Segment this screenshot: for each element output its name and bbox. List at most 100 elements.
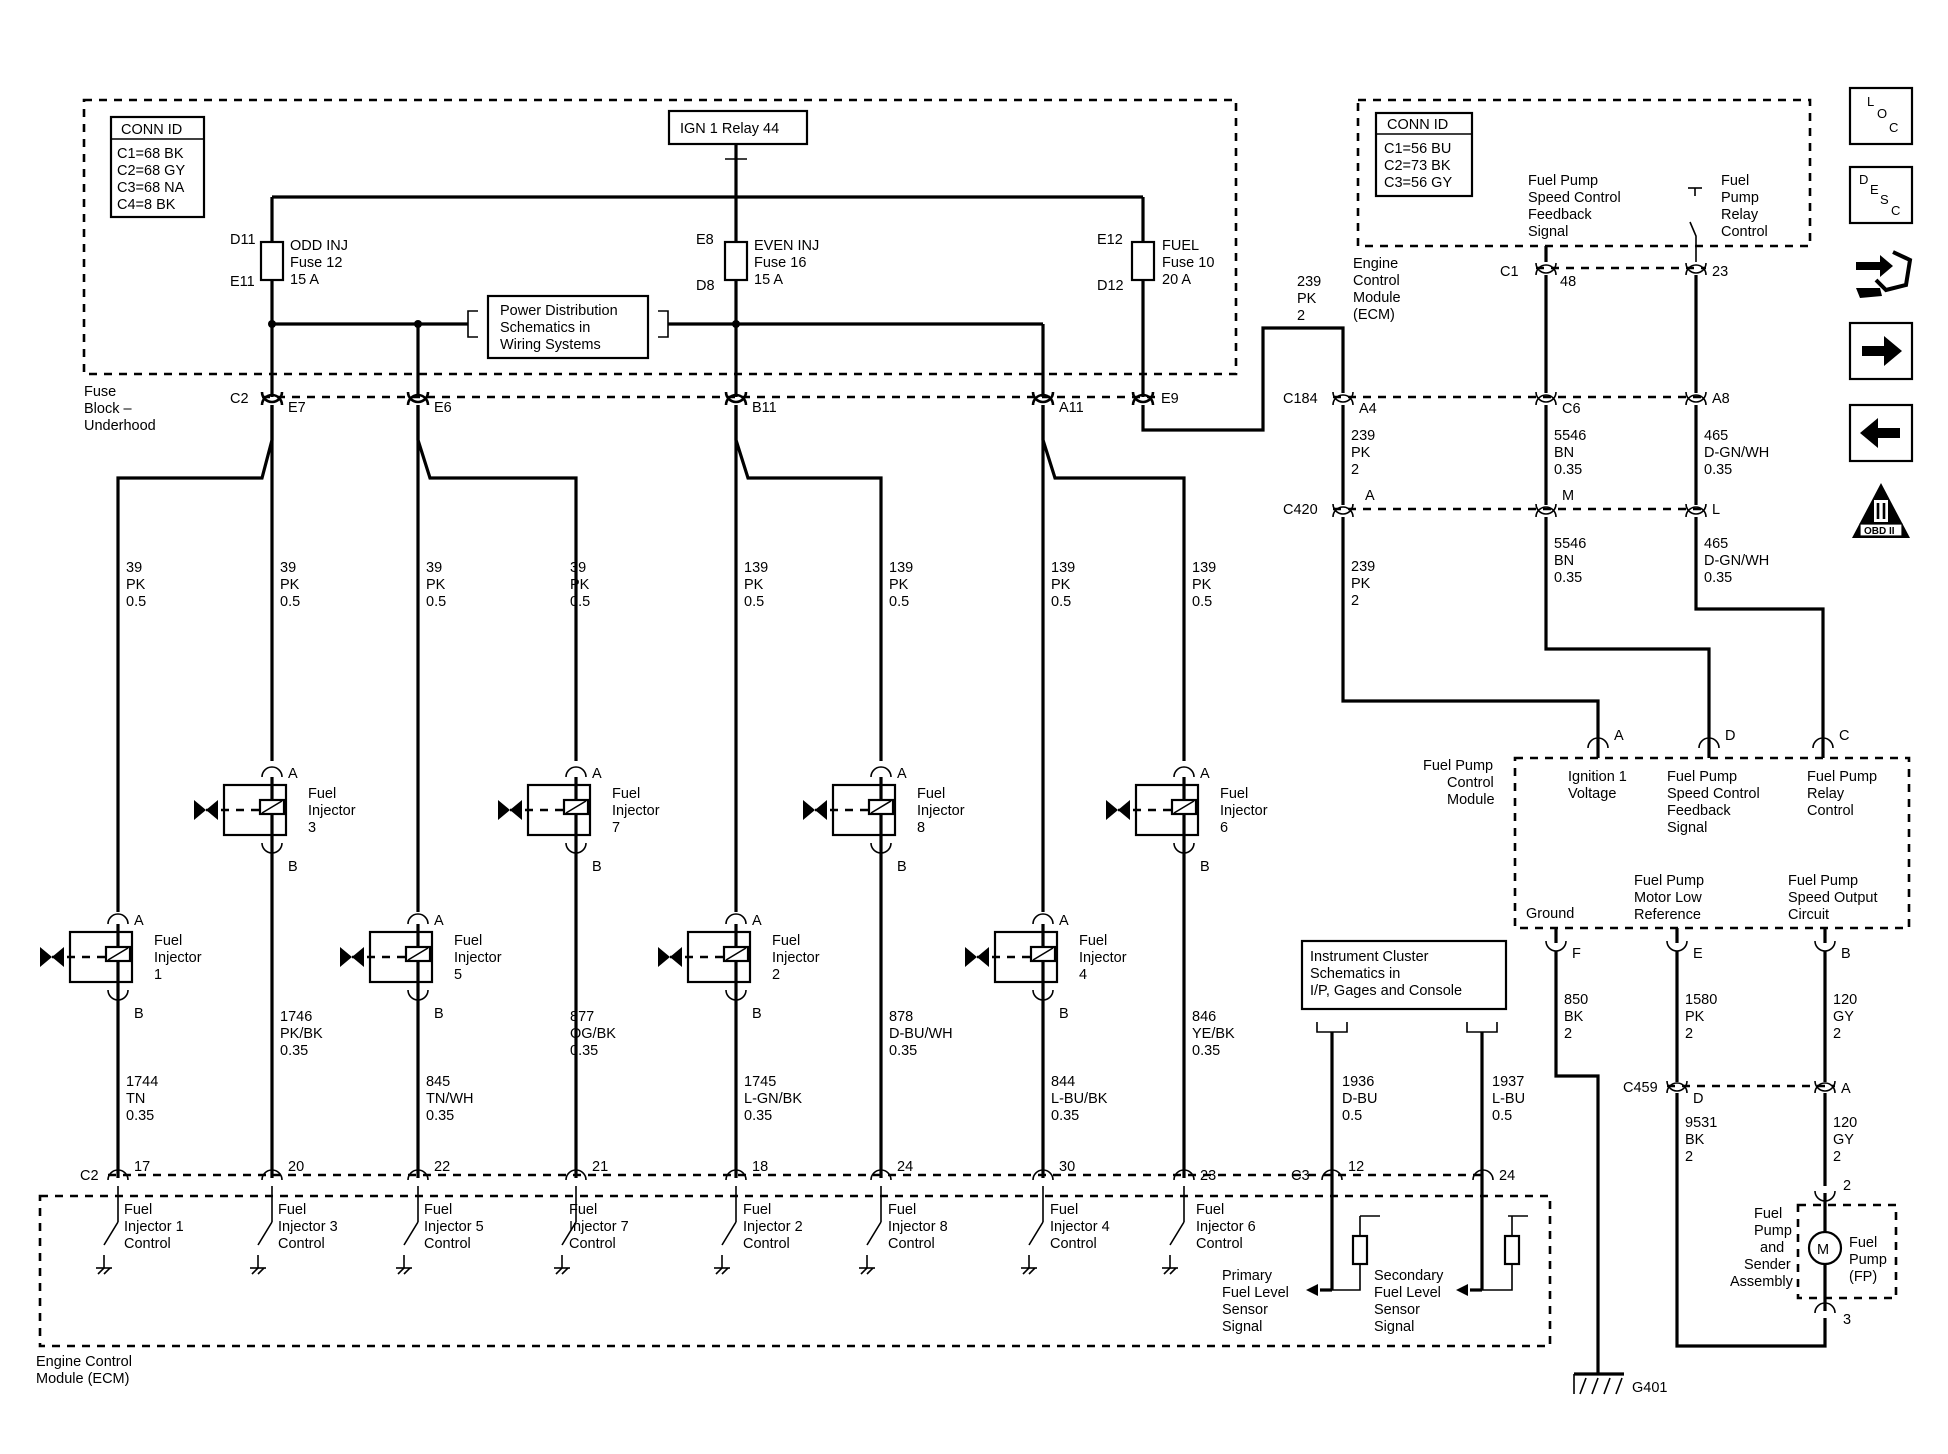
svg-text:Control: Control [1353, 273, 1400, 289]
svg-text:0.5: 0.5 [744, 594, 764, 610]
svg-text:Wiring Systems: Wiring Systems [500, 337, 601, 353]
svg-text:C459: C459 [1623, 1080, 1658, 1096]
fuel-injector-5: A B Fuel Injector 5 [340, 913, 502, 1022]
ecm-top-label: Engine Control Module (ECM) [1353, 256, 1401, 323]
svg-text:Injector 8: Injector 8 [888, 1219, 948, 1235]
svg-text:D-GN/WH: D-GN/WH [1704, 553, 1769, 569]
svg-text:C184: C184 [1283, 391, 1318, 407]
ecm-top-outline [1356, 98, 1812, 248]
svg-text:Control: Control [1447, 775, 1494, 791]
svg-text:C4=8 BK: C4=8 BK [117, 197, 176, 213]
svg-text:A8: A8 [1712, 391, 1730, 407]
svg-text:Fuel: Fuel [154, 933, 182, 949]
svg-text:(FP): (FP) [1849, 1269, 1877, 1285]
svg-text:23: 23 [1200, 1168, 1216, 1184]
svg-text:Engine Control: Engine Control [36, 1354, 132, 1370]
svg-text:EVEN INJ: EVEN INJ [754, 238, 819, 254]
svg-text:GY: GY [1833, 1009, 1854, 1025]
svg-text:Fuel: Fuel [454, 933, 482, 949]
svg-text:C: C [1839, 728, 1849, 744]
svg-text:Injector 2: Injector 2 [743, 1219, 803, 1235]
svg-text:Module: Module [1353, 290, 1401, 306]
svg-text:C2: C2 [230, 391, 249, 407]
fpcm-label: Fuel Pump Control Module [1423, 758, 1495, 808]
svg-text:Injector: Injector [1220, 803, 1268, 819]
svg-text:Fuel Level: Fuel Level [1374, 1285, 1441, 1301]
svg-text:D11: D11 [230, 232, 256, 248]
svg-text:Speed Control: Speed Control [1528, 190, 1621, 206]
svg-text:PK: PK [1051, 577, 1071, 593]
svg-text:0.35: 0.35 [426, 1108, 454, 1124]
svg-text:0.35: 0.35 [889, 1043, 917, 1059]
svg-text:877: 877 [570, 1009, 594, 1025]
svg-text:Injector: Injector [308, 803, 356, 819]
svg-text:1: 1 [154, 967, 162, 983]
svg-text:IGN 1 Relay 44: IGN 1 Relay 44 [680, 121, 779, 137]
svg-text:Control: Control [888, 1236, 935, 1252]
fuel-injector-4: A B Fuel Injector 4 [965, 913, 1127, 1022]
svg-text:Signal: Signal [1528, 224, 1568, 240]
fuel-level-wire-labels: 1936 D-BU 0.5 1937 L-BU 0.5 [1342, 1074, 1525, 1124]
next-page-icon[interactable] [1848, 321, 1914, 381]
svg-text:Fuel: Fuel [278, 1202, 306, 1218]
previous-page-icon[interactable] [1848, 403, 1914, 463]
svg-text:C3: C3 [1291, 1168, 1310, 1184]
svg-text:BN: BN [1554, 445, 1574, 461]
svg-text:Signal: Signal [1667, 820, 1707, 836]
svg-text:Injector: Injector [917, 803, 965, 819]
svg-text:M: M [1817, 1242, 1829, 1258]
svg-text:1745: 1745 [744, 1074, 776, 1090]
svg-text:239: 239 [1297, 274, 1321, 290]
svg-text:Secondary: Secondary [1374, 1268, 1444, 1284]
svg-text:PK: PK [889, 577, 909, 593]
svg-text:A: A [752, 913, 762, 929]
svg-text:Injector: Injector [1079, 950, 1127, 966]
svg-text:C: C [1891, 203, 1900, 218]
svg-text:3: 3 [308, 820, 316, 836]
svg-text:E7: E7 [288, 400, 306, 416]
svg-text:0.5: 0.5 [126, 594, 146, 610]
svg-text:239: 239 [1351, 559, 1375, 575]
fuel-pump-control-module [1513, 756, 1911, 930]
svg-text:878: 878 [889, 1009, 913, 1025]
svg-text:Underhood: Underhood [84, 418, 156, 434]
svg-text:Control: Control [1807, 803, 1854, 819]
fpcm-out-wire-labels: 850 BK 2 1580 PK 2 120 GY 2 [1564, 992, 1857, 1042]
obd-ii-icon[interactable]: OBD II [1852, 483, 1910, 538]
svg-text:845: 845 [426, 1074, 450, 1090]
svg-text:465: 465 [1704, 428, 1728, 444]
ign-relay-box: IGN 1 Relay 44 [667, 109, 809, 146]
desc-icon[interactable]: D E S C [1848, 165, 1914, 225]
svg-text:5: 5 [454, 967, 462, 983]
svg-text:Fuel: Fuel [888, 1202, 916, 1218]
svg-text:3: 3 [1843, 1312, 1851, 1328]
wire-120-lower-label: 120 GY 2 [1833, 1115, 1857, 1165]
svg-text:B: B [134, 1006, 144, 1022]
svg-text:D-BU/WH: D-BU/WH [889, 1026, 953, 1042]
svg-text:4: 4 [1079, 967, 1087, 983]
svg-text:2: 2 [1685, 1149, 1693, 1165]
svg-text:0.5: 0.5 [426, 594, 446, 610]
loc-icon[interactable]: L O C [1848, 86, 1914, 146]
connector-tools-icon[interactable] [1856, 250, 1913, 298]
svg-text:239: 239 [1351, 428, 1375, 444]
svg-text:Injector 3: Injector 3 [278, 1219, 338, 1235]
svg-text:Fuel: Fuel [1196, 1202, 1224, 1218]
svg-text:A11: A11 [1059, 400, 1084, 416]
svg-text:Fuel: Fuel [1721, 173, 1749, 189]
svg-text:PK: PK [570, 577, 590, 593]
svg-text:Fuse 10: Fuse 10 [1162, 255, 1214, 271]
svg-text:B11: B11 [752, 400, 777, 416]
svg-text:PK: PK [1685, 1009, 1705, 1025]
svg-text:C2: C2 [80, 1168, 99, 1184]
svg-text:120: 120 [1833, 992, 1857, 1008]
svg-text:BK: BK [1685, 1132, 1705, 1148]
svg-text:Fuel: Fuel [743, 1202, 771, 1218]
svg-text:Fuel Pump: Fuel Pump [1667, 769, 1737, 785]
svg-text:2: 2 [1833, 1026, 1841, 1042]
svg-text:A: A [1200, 766, 1210, 782]
svg-text:A: A [134, 913, 144, 929]
svg-text:0.35: 0.35 [744, 1108, 772, 1124]
svg-text:0.5: 0.5 [280, 594, 300, 610]
svg-text:D: D [1859, 172, 1868, 187]
